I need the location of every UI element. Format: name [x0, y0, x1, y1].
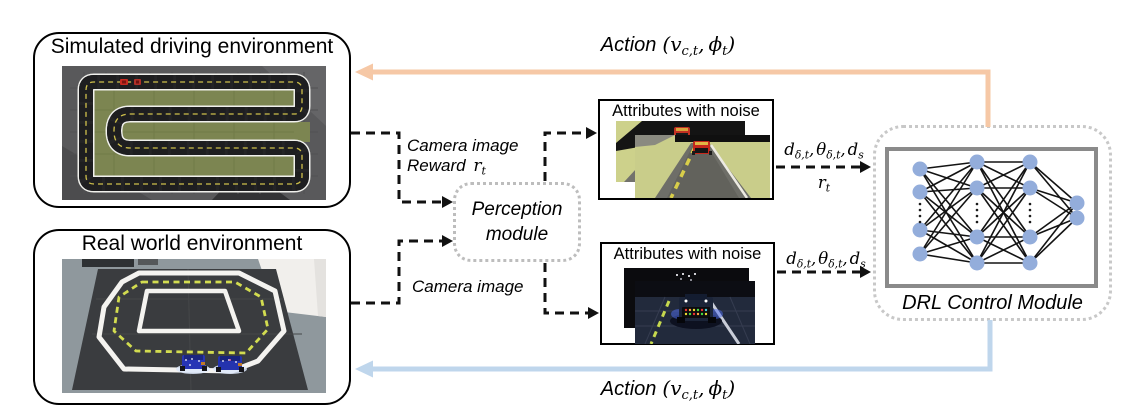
var-r: r — [817, 173, 826, 192]
attributes-real-title: Attributes with noise — [613, 245, 762, 263]
attributes-sim-title: Attributes with noise — [612, 102, 760, 120]
comma: , — [811, 249, 817, 268]
action-word: Action — [600, 34, 657, 56]
attributes-vector-label-real: dδ,t,θδ,t,ds — [772, 249, 880, 270]
attributes-vector-label-sim: dδ,t,θδ,t,ds — [770, 140, 878, 161]
sub-ct: c,t — [681, 44, 699, 60]
simulated-car — [120, 79, 141, 85]
sub-delta-t: δ,t — [796, 257, 812, 271]
perception-line1: Perception — [471, 199, 563, 220]
var-v: v — [670, 376, 682, 400]
sub-ct: c,t — [681, 388, 699, 404]
var-d: d — [784, 140, 795, 159]
sub-s: s — [860, 257, 866, 271]
action-arrow-bottom-head — [355, 360, 373, 378]
var-phi: ϕ — [708, 376, 723, 400]
action-label-bottom: Action(vc,t,ϕt) — [548, 376, 788, 403]
reward-label: Reward rt — [407, 156, 486, 178]
paren-close: ) — [727, 376, 736, 400]
perception-to-real-attributes-head — [588, 307, 599, 319]
paren-open: ( — [662, 32, 671, 56]
sub-t: t — [481, 164, 486, 178]
sim-to-perception-head — [442, 196, 453, 208]
reward-word: Reward — [407, 156, 466, 175]
var-v: v — [670, 32, 682, 56]
paren-open: ( — [662, 376, 671, 400]
robot-cars — [176, 355, 247, 374]
var-theta: θ — [816, 140, 827, 159]
sim-attributes-to-drl-head — [860, 161, 871, 173]
camera-image-label-real: Camera image — [412, 277, 524, 296]
reward-input-label: rt — [770, 173, 878, 194]
sub-delta-t: δ,t — [828, 257, 843, 271]
simulated-track-image — [62, 66, 326, 200]
real-camera-front-thumbnail — [635, 281, 755, 344]
action-arrow-top-head — [355, 63, 373, 81]
neural-network-diagram — [912, 154, 1085, 271]
neural-network-frame — [885, 147, 1098, 288]
drl-control-module-label: DRL Control Module — [902, 292, 1083, 314]
action-word: Action — [600, 378, 657, 400]
comma: , — [840, 140, 846, 159]
comma: , — [698, 32, 705, 56]
yellow-dashed-lane — [112, 280, 270, 355]
var-d: d — [849, 249, 861, 268]
perception-module-label: Perception module — [456, 185, 578, 259]
simulated-environment-title: Simulated driving environment — [50, 35, 334, 58]
serpentine-track — [77, 73, 311, 193]
sub-t: t — [825, 181, 831, 195]
attributes-real-box: Attributes with noise — [600, 242, 775, 345]
perception-to-sim-attributes-head — [586, 127, 597, 139]
perception-line2: module — [485, 224, 549, 245]
var-d: d — [786, 249, 797, 268]
action-label-top: Action(vc,t,ϕt) — [548, 32, 788, 59]
perception-module-box: Perception module — [453, 182, 581, 262]
sub-s: s — [858, 148, 864, 162]
perception-to-real-attributes-connector — [543, 263, 588, 315]
var-r: r — [473, 156, 482, 176]
var-d: d — [847, 140, 859, 159]
var-theta: θ — [818, 249, 829, 268]
real-to-perception-head — [442, 235, 453, 247]
camera-image-label-sim: Camera image — [407, 136, 519, 155]
real-track-photo — [62, 259, 326, 393]
comma: , — [698, 376, 705, 400]
var-phi: ϕ — [708, 32, 723, 56]
sub-delta-t: δ,t — [794, 148, 810, 162]
real-track-svg — [62, 259, 326, 393]
comma: , — [809, 140, 815, 159]
simulated-track-svg — [62, 66, 326, 200]
attributes-sim-box: Attributes with noise — [598, 99, 774, 200]
real-environment-title: Real world environment — [81, 232, 303, 255]
sub-t: t — [722, 388, 728, 404]
sim-camera-front-thumbnail — [635, 135, 770, 198]
perception-to-sim-attributes-connector — [543, 131, 586, 181]
sub-t: t — [722, 44, 728, 60]
comma: , — [842, 249, 848, 268]
paren-close: ) — [727, 32, 736, 56]
sub-delta-t: δ,t — [826, 148, 841, 162]
inner-tape-square — [136, 288, 242, 334]
